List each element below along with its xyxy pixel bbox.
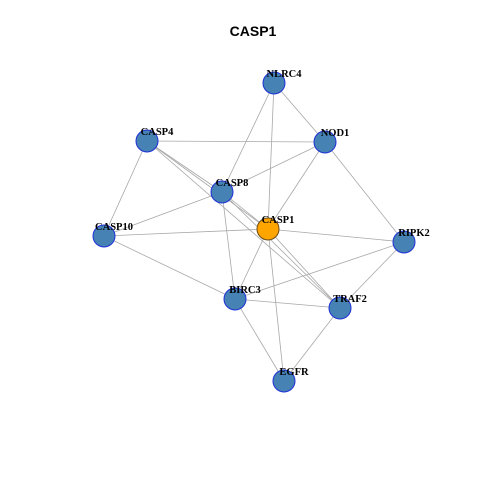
- edge-casp4-casp1: [146, 140, 269, 230]
- node-label-egfr: EGFR: [279, 367, 309, 378]
- edge-casp8-traf2: [221, 191, 341, 309]
- node-label-casp1: CASP1: [262, 215, 295, 226]
- node-label-traf2: TRAF2: [333, 294, 367, 305]
- node-casp8[interactable]: [210, 180, 234, 204]
- edge-casp4-casp10: [103, 140, 148, 237]
- edge-birc3-egfr: [234, 298, 285, 382]
- node-traf2[interactable]: [328, 296, 352, 320]
- edge-casp4-nod1: [146, 140, 326, 143]
- node-label-casp8: CASP8: [216, 178, 249, 189]
- node-label-birc3: BIRC3: [229, 285, 261, 296]
- edge-nlrc4-casp8: [221, 82, 275, 193]
- edge-casp8-casp10: [103, 191, 223, 237]
- edge-casp1-ripk2: [267, 228, 405, 243]
- edge-casp1-egfr: [267, 228, 285, 382]
- node-layer: [92, 71, 416, 393]
- edge-casp8-birc3: [221, 191, 236, 300]
- edge-casp1-casp10: [103, 228, 269, 237]
- edge-birc3-traf2: [234, 298, 341, 309]
- node-egfr[interactable]: [272, 369, 296, 393]
- node-label-casp4: CASP4: [141, 127, 174, 138]
- edge-casp1-birc3: [234, 228, 269, 300]
- node-label-ripk2: RIPK2: [398, 228, 430, 239]
- edge-casp10-birc3: [103, 235, 236, 300]
- edge-nlrc4-casp1: [267, 82, 275, 230]
- edge-nod1-casp1: [267, 141, 326, 230]
- edge-nod1-casp8: [221, 141, 326, 193]
- node-label-nlrc4: NLRC4: [266, 69, 302, 80]
- node-nlrc4[interactable]: [262, 71, 286, 95]
- edge-casp1-traf2: [267, 228, 341, 309]
- edge-ripk2-birc3: [234, 241, 405, 300]
- node-nod1[interactable]: [313, 130, 337, 154]
- edge-ripk2-traf2: [339, 241, 405, 309]
- node-label-casp10: CASP10: [95, 222, 133, 233]
- node-casp1[interactable]: [256, 217, 280, 241]
- node-ripk2[interactable]: [392, 230, 416, 254]
- edge-nlrc4-nod1: [273, 82, 326, 143]
- edge-nod1-ripk2: [324, 141, 405, 243]
- edge-traf2-egfr: [283, 307, 341, 382]
- node-label-nod1: NOD1: [321, 128, 350, 139]
- node-casp4[interactable]: [135, 129, 159, 153]
- edge-casp4-traf2: [146, 140, 341, 309]
- node-casp10[interactable]: [92, 224, 116, 248]
- graph-title: CASP1: [230, 23, 277, 39]
- node-birc3[interactable]: [223, 287, 247, 311]
- edge-casp4-casp8: [146, 140, 223, 193]
